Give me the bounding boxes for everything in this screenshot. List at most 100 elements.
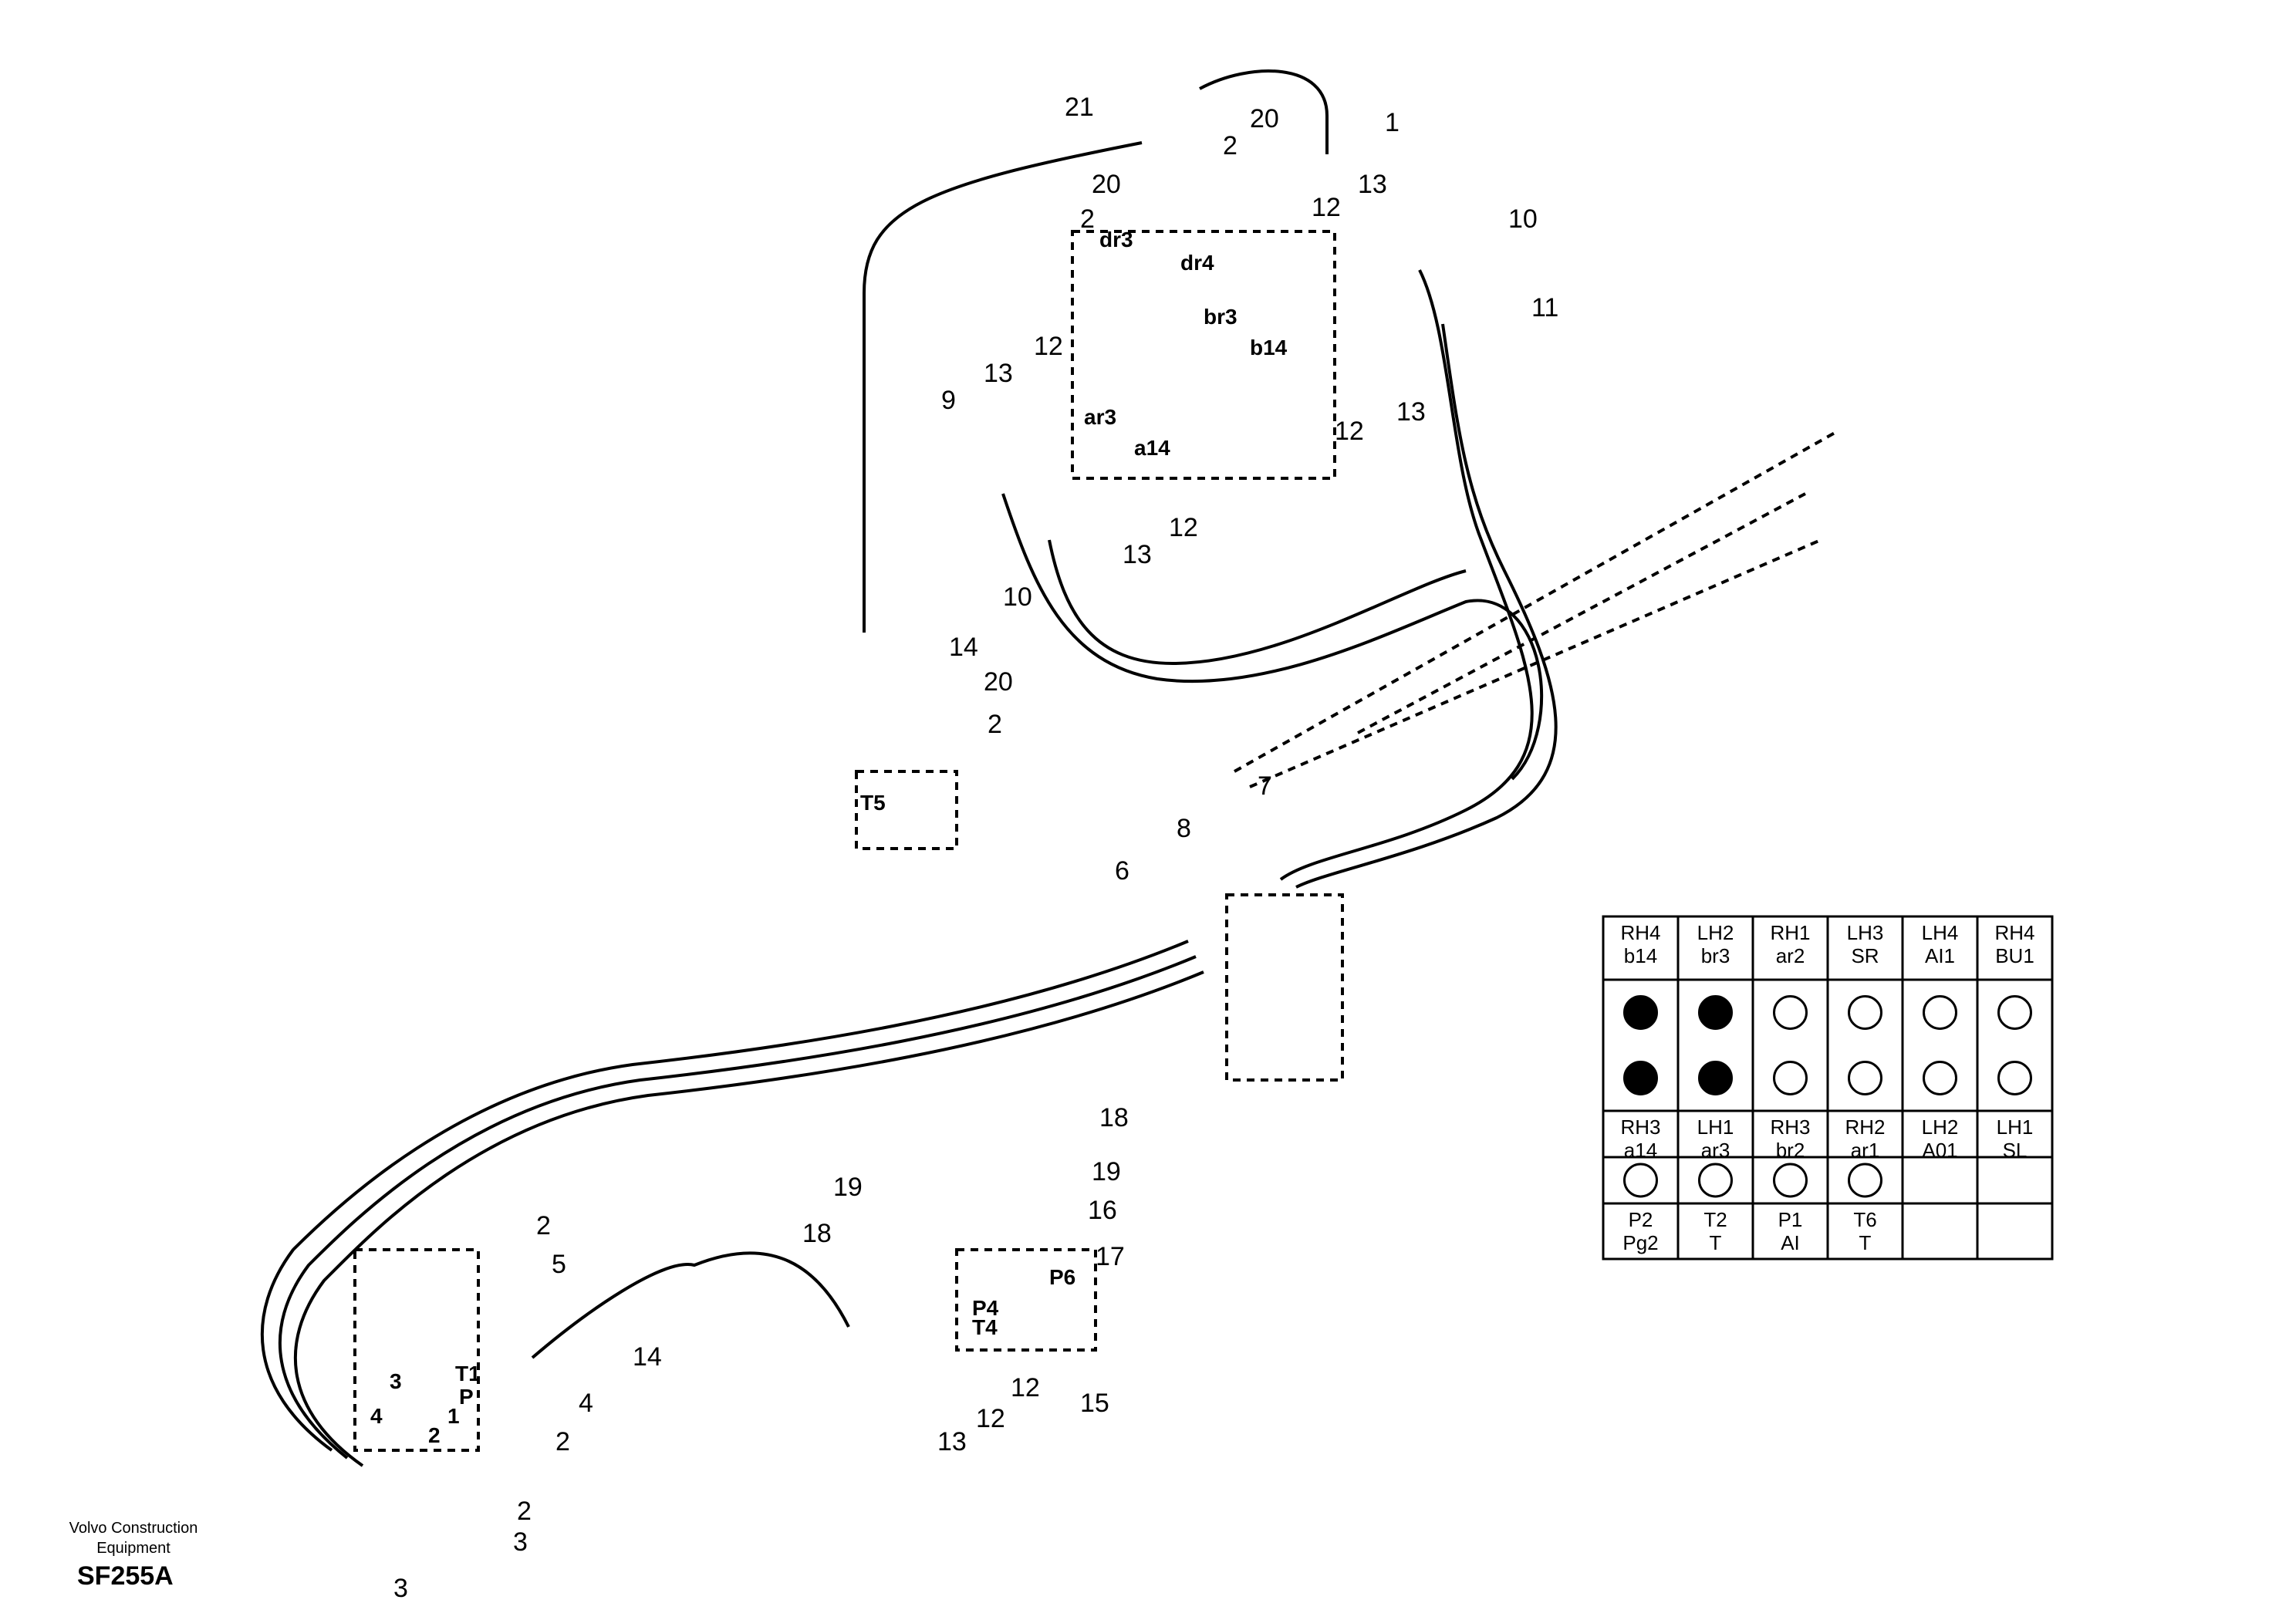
port-table-label: ar3: [1701, 1139, 1730, 1162]
port-label-p: P: [459, 1385, 474, 1409]
port-label-t5: T5: [860, 791, 886, 815]
hose-10-lower: [1048, 539, 1467, 666]
port-table-label: T6: [1853, 1208, 1876, 1231]
callout-15: 15: [1080, 1389, 1109, 1418]
port-table-label: RH1: [1770, 921, 1810, 944]
callout-13: 13: [1396, 397, 1426, 427]
callout-19: 19: [1092, 1157, 1121, 1186]
hose-main-1: [260, 940, 1189, 1452]
publisher-line-2: Equipment: [96, 1540, 171, 1557]
drawing-code: SF255A: [77, 1561, 174, 1591]
hose-14-upper: [863, 141, 1143, 633]
callout-12: 12: [1011, 1373, 1040, 1402]
port-table-label: RH2: [1845, 1115, 1885, 1139]
callout-6: 6: [1115, 856, 1129, 886]
port-free-marker: [1698, 1163, 1733, 1198]
port-table-label: RH3: [1620, 1115, 1660, 1139]
callout-18: 18: [1099, 1103, 1129, 1132]
publisher-name: Volvo Construction Equipment: [45, 1518, 222, 1558]
port-label-b14: b14: [1250, 336, 1288, 359]
port-label-a14: a14: [1134, 436, 1170, 460]
callout-20: 20: [984, 667, 1013, 697]
hose-main-2: [278, 955, 1197, 1460]
port-table-label: P1: [1778, 1208, 1803, 1231]
callout-11: 11: [1531, 293, 1558, 322]
port-table-label: SL: [2003, 1139, 2028, 1162]
callout-17: 17: [1096, 1242, 1125, 1271]
port-free-marker: [1997, 1061, 2032, 1095]
port-label-t1: T1: [455, 1362, 481, 1385]
port-used-marker: [1698, 995, 1733, 1030]
port-table-label: b14: [1624, 944, 1657, 967]
port-free-marker: [1773, 1163, 1808, 1198]
port-free-marker: [1848, 1061, 1882, 1095]
port-used-marker: [1698, 1061, 1733, 1095]
callout-14: 14: [949, 633, 978, 662]
hose-10-11-b: [1295, 323, 1558, 889]
port-label-2: 2: [428, 1423, 441, 1447]
hose-9-10: [1001, 493, 1544, 781]
callout-2: 2: [1223, 131, 1237, 160]
hose-main-3: [293, 970, 1204, 1467]
port-label-p6: P6: [1049, 1265, 1075, 1289]
hose-14-lower: [531, 1251, 850, 1359]
port-label-ar3: ar3: [1084, 405, 1116, 429]
callout-18: 18: [802, 1219, 832, 1248]
callout-10: 10: [1003, 582, 1032, 612]
port-table-label: BU1: [1995, 944, 2034, 967]
port-label-p4: P4: [972, 1296, 999, 1320]
port-label-t4: T4: [972, 1315, 998, 1339]
callout-12: 12: [1335, 417, 1364, 446]
port-free-marker: [1848, 995, 1882, 1030]
block-t5-outline: [855, 770, 958, 850]
port-table-label: A01: [1922, 1139, 1957, 1162]
port-table-label: P2: [1629, 1208, 1653, 1231]
port-table-label: LH1: [1997, 1115, 2034, 1139]
swivel-outline: [353, 1248, 480, 1452]
port-table-label: LH3: [1847, 921, 1884, 944]
port-used-marker: [1623, 1061, 1658, 1095]
port-table-label: Pg2: [1622, 1231, 1658, 1254]
port-table-label: RH4: [1994, 921, 2034, 944]
block-p6-outline: [955, 1248, 1097, 1352]
port-free-marker: [1923, 1061, 1957, 1095]
control-valve-outline: [1071, 230, 1336, 480]
callout-12: 12: [1034, 332, 1063, 361]
callout-3: 3: [513, 1527, 528, 1557]
port-table-label: a14: [1624, 1139, 1657, 1162]
port-label-dr4: dr4: [1180, 251, 1214, 275]
callout-13: 13: [1358, 170, 1387, 199]
callout-19: 19: [833, 1173, 863, 1202]
port-label-3: 3: [390, 1369, 402, 1393]
callout-7: 7: [1258, 771, 1272, 801]
callout-13: 13: [984, 359, 1013, 388]
port-free-marker: [1923, 995, 1957, 1030]
port-free-marker: [1773, 1061, 1808, 1095]
callout-16: 16: [1088, 1196, 1117, 1225]
callout-12: 12: [1312, 193, 1341, 222]
hose-1: [1199, 69, 1329, 154]
port-table-label: ar2: [1776, 944, 1805, 967]
port-free-marker: [1773, 995, 1808, 1030]
callout-14: 14: [633, 1342, 662, 1372]
port-label-br3: br3: [1204, 305, 1237, 329]
callout-3: 3: [393, 1574, 408, 1603]
port-table-label: RH3: [1770, 1115, 1810, 1139]
port-label-1: 1: [447, 1404, 460, 1428]
callout-21: 21: [1065, 93, 1094, 122]
callout-1: 1: [1385, 108, 1400, 137]
port-used-marker: [1623, 995, 1658, 1030]
hose-10-11-a: [1279, 269, 1534, 881]
publisher-line-1: Volvo Construction: [69, 1520, 198, 1537]
port-table-label: br2: [1776, 1139, 1805, 1162]
callout-9: 9: [941, 386, 956, 415]
port-table-label: AI1: [1925, 944, 1955, 967]
port-table-label: T: [1710, 1231, 1722, 1254]
callout-2: 2: [536, 1211, 551, 1240]
port-table-label: T: [1859, 1231, 1872, 1254]
port-free-marker: [1848, 1163, 1882, 1198]
port-table-label: ar1: [1851, 1139, 1880, 1162]
callout-10: 10: [1508, 204, 1538, 234]
port-table-label: LH2: [1697, 921, 1734, 944]
